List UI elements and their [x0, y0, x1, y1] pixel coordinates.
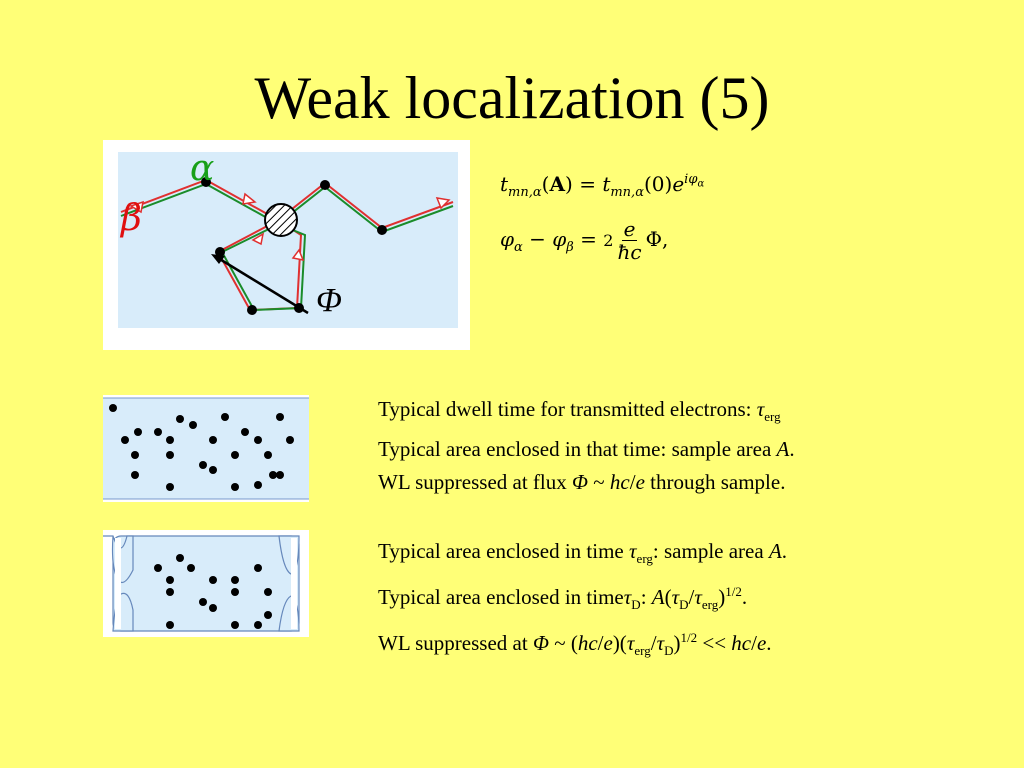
scatterer-dot [131, 471, 139, 479]
beta-label: β [121, 198, 142, 239]
scatterer-dot [154, 564, 162, 572]
paragraph-open-sample: Typical dwell time for transmitted elect… [378, 393, 795, 499]
scatterer-dot [187, 564, 195, 572]
path-diagram [103, 140, 470, 350]
scatterer-dot [231, 483, 239, 491]
scatterer-dot [121, 436, 129, 444]
slide-title: Weak localization (5) [254, 65, 770, 131]
paragraph2-line2: Typical area enclosed in timeτD: A(τD/τe… [378, 584, 748, 613]
scatterer-dot [166, 621, 174, 629]
scatterer-dot [209, 576, 217, 584]
scatterer-dot [264, 451, 272, 459]
scatterer-dot [166, 576, 174, 584]
scatterer-dot [166, 451, 174, 459]
scatterer-dot [166, 588, 174, 596]
path-arrow-icon [129, 192, 451, 262]
scatterer-dot [176, 554, 184, 562]
phi-label: Φ [316, 282, 342, 319]
scatterer-dot [189, 421, 197, 429]
equation-1: tmn,α(A) = tmn,α(0)eiφα [500, 172, 705, 200]
scatterer-dot [276, 471, 284, 479]
paragraph-constricted-sample: Typical area enclosed in time τerg: samp… [378, 535, 787, 668]
sample-diagram-open [103, 395, 309, 502]
scatterer-dot [254, 621, 262, 629]
scatterer-dot [134, 428, 142, 436]
scatterer-dot [199, 461, 207, 469]
sample-diagram-constricted [103, 530, 309, 637]
scatterer-dot [264, 611, 272, 619]
scatterer-dot [154, 428, 162, 436]
scatterer-dot [264, 588, 272, 596]
scatterer-dot [241, 428, 249, 436]
scatterer-dot [254, 564, 262, 572]
scatterer-dot [199, 598, 207, 606]
paragraph1-line3: WL suppressed at flux Φ ~ hc/e through s… [378, 470, 786, 495]
scatterer-icon [264, 203, 298, 237]
scatterer-dot [269, 471, 277, 479]
scatterer-dot [109, 404, 117, 412]
paragraph2-line1: Typical area enclosed in time τerg: samp… [378, 539, 788, 567]
scatterer-dot [221, 413, 229, 421]
scatterer-dot [286, 436, 294, 444]
scatterer-dot [231, 588, 239, 596]
scatterer-dot [231, 621, 239, 629]
scatterer-dot [176, 415, 184, 423]
scatterer-dot [276, 413, 284, 421]
scatterer-dot [166, 436, 174, 444]
scatterer-dot [209, 604, 217, 612]
scatterer-dot [166, 483, 174, 491]
paragraph2-line3: WL suppressed at Φ ~ (hc/e)(τerg/τD)1/2 … [378, 630, 772, 659]
scatterer-dot [209, 436, 217, 444]
scatterer-dot [254, 436, 262, 444]
scatterer-dot [131, 451, 139, 459]
scatterer-dot [254, 481, 262, 489]
alpha-label: α [190, 148, 215, 189]
scatterer-dot [209, 466, 217, 474]
paragraph1-line2: Typical area enclosed in that time: samp… [378, 437, 795, 462]
scatterer-dot [231, 451, 239, 459]
scatterer-dot [231, 576, 239, 584]
paragraph1-line1: Typical dwell time for transmitted elect… [378, 397, 781, 425]
